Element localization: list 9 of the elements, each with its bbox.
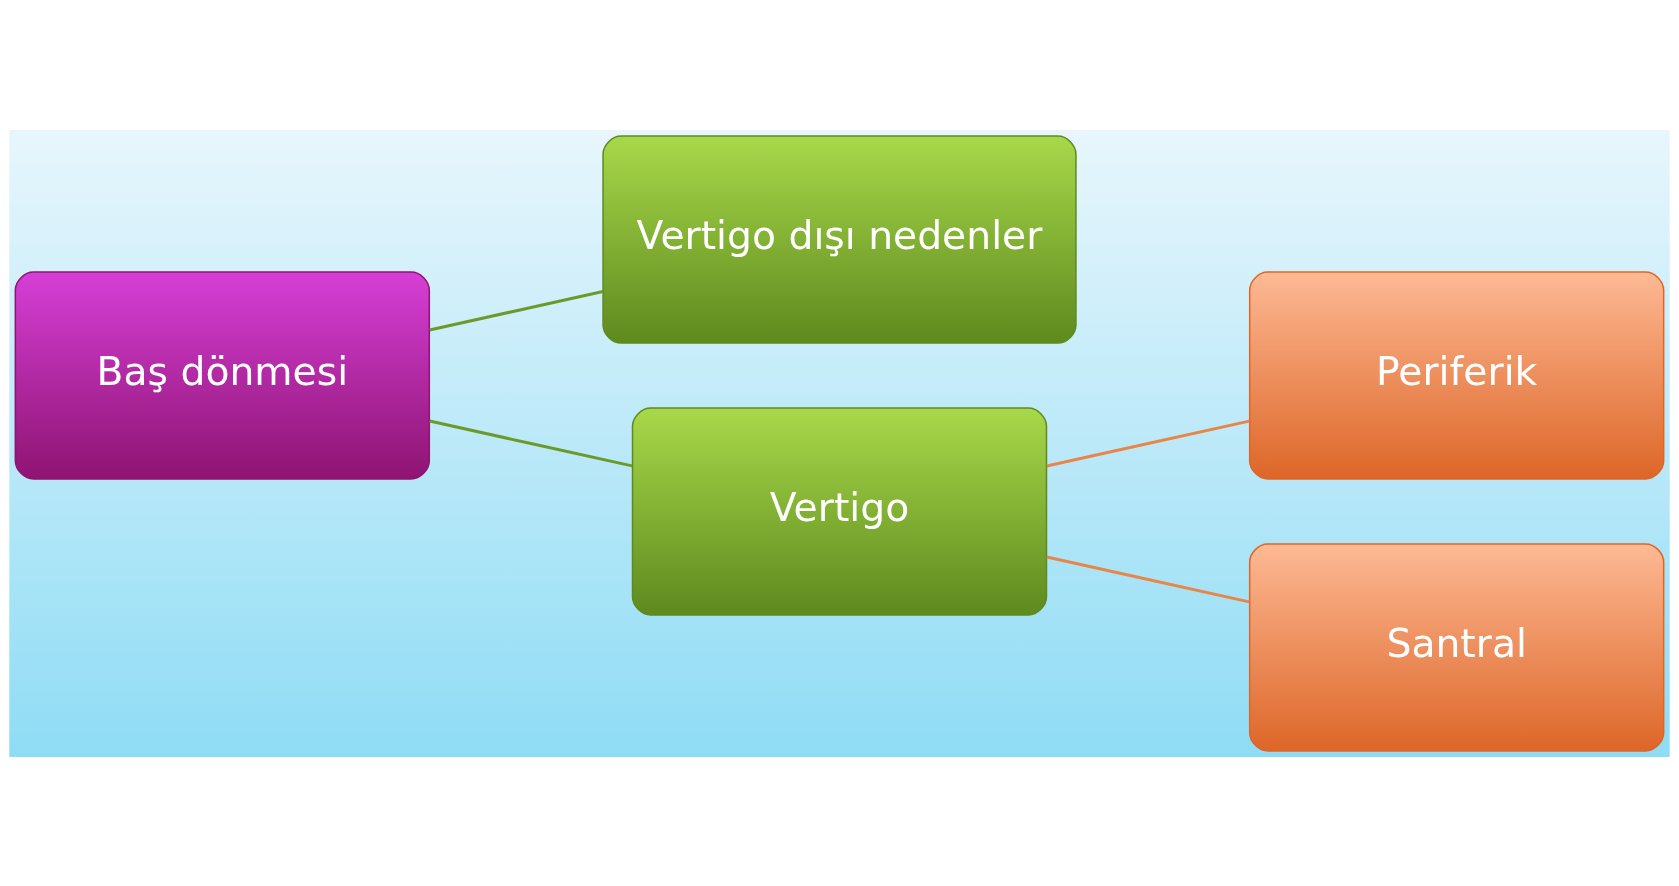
node-box: Santral: [1248, 542, 1665, 752]
node-box: Vertigo dışı nedenler: [602, 134, 1077, 344]
connector: [1046, 555, 1250, 603]
node-box: Vertigo: [631, 406, 1048, 616]
node-box: Baş dönmesi: [14, 270, 431, 480]
connector: [429, 419, 633, 467]
connector: [1046, 419, 1250, 467]
connector: [429, 289, 604, 331]
node-box: Periferik: [1248, 270, 1665, 480]
